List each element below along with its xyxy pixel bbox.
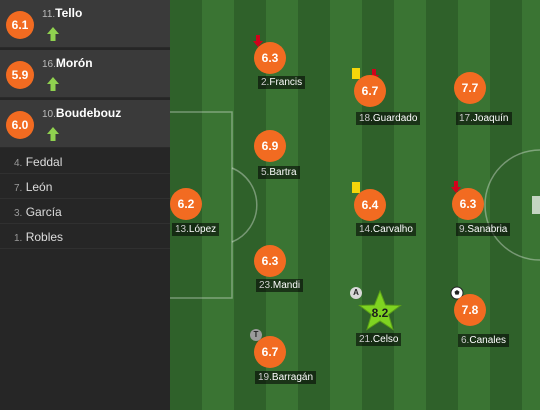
man-of-the-match-star-icon xyxy=(358,290,402,331)
player-guardado[interactable]: 6.7 18.Guardado xyxy=(352,68,442,128)
player-lopez[interactable]: 6.2 13.López xyxy=(170,188,260,248)
bench-panel: 6.1 11.Tello 5.9 16.Morón 6.0 10.Boudebo… xyxy=(0,0,170,410)
player-name: 18.Guardado xyxy=(356,112,421,125)
player-carvalho[interactable]: 6.4 14.Carvalho xyxy=(352,182,442,242)
bench-sub-moron[interactable]: 5.9 16.Morón xyxy=(0,50,170,98)
rating-badge: 7.7 xyxy=(454,72,486,104)
bench-sub-tello[interactable]: 6.1 11.Tello xyxy=(0,0,170,48)
rating-badge: 6.4 xyxy=(354,189,386,221)
bench-unused-leon[interactable]: 7. León xyxy=(0,175,170,199)
player-name: 21.Celso xyxy=(356,333,402,346)
pitch-markings xyxy=(170,111,540,299)
bench-sub-boudebouz[interactable]: 6.0 10.Boudebouz xyxy=(0,100,170,148)
rating-badge: 6.3 xyxy=(254,42,286,74)
sub-on-icon xyxy=(47,77,59,91)
player-canales[interactable]: 7.8 6.Canales xyxy=(448,284,538,347)
yellow-card-icon xyxy=(352,68,360,79)
player-sanabria[interactable]: 6.3 9.Sanabria xyxy=(450,180,540,240)
assist-badge-icon: A xyxy=(350,287,362,299)
player-name: 11.Tello xyxy=(42,6,83,20)
bench-unused-robles[interactable]: 1. Robles xyxy=(0,225,170,249)
player-name: 19.Barragán xyxy=(255,371,317,384)
rating-badge: 6.0 xyxy=(6,111,34,139)
rating-badge: 6.9 xyxy=(254,130,286,162)
rating-badge: 5.9 xyxy=(6,61,34,89)
rating-badge: 6.7 xyxy=(354,75,386,107)
sub-on-icon xyxy=(47,127,59,141)
player-joaquin[interactable]: 7.7 17.Joaquín xyxy=(454,72,540,132)
player-name: 23.Mandi xyxy=(256,279,304,292)
sub-on-icon xyxy=(47,27,59,41)
rating-badge: 8.2 xyxy=(371,306,389,320)
player-bartra[interactable]: 6.9 5.Bartra xyxy=(254,130,344,190)
bench-unused-garcia[interactable]: 3. García xyxy=(0,200,170,224)
player-name: 10.Boudebouz xyxy=(42,106,122,120)
player-barragan[interactable]: T 6.7 19.Barragán xyxy=(250,329,340,389)
pitch: 6.2 13.López 6.3 2.Francis 6.9 5.Bartra … xyxy=(170,0,540,410)
player-mandi[interactable]: 6.3 23.Mandi xyxy=(254,245,344,305)
player-name: 14.Carvalho xyxy=(356,223,416,236)
bench-unused-feddal[interactable]: 4. Feddal xyxy=(0,150,170,174)
rating-badge: 6.1 xyxy=(6,11,34,39)
rating-badge: 7.8 xyxy=(454,294,486,326)
player-name: 9.Sanabria xyxy=(456,223,511,236)
yellow-card-icon xyxy=(352,182,360,193)
player-name: 2.Francis xyxy=(258,76,306,89)
player-name: 16.Morón xyxy=(42,56,93,70)
rating-badge: 6.7 xyxy=(254,336,286,368)
player-name: 5.Bartra xyxy=(258,166,300,179)
player-name: 13.López xyxy=(172,223,220,236)
player-francis[interactable]: 6.3 2.Francis xyxy=(252,34,342,94)
rating-badge: 6.2 xyxy=(170,188,202,220)
tackle-badge-icon: T xyxy=(250,329,262,341)
player-name: 17.Joaquín xyxy=(456,112,512,125)
rating-badge: 6.3 xyxy=(452,188,484,220)
rating-badge: 6.3 xyxy=(254,245,286,277)
player-celso[interactable]: A 8.2 21.Celso xyxy=(350,287,440,347)
player-name: 6.Canales xyxy=(458,334,510,347)
